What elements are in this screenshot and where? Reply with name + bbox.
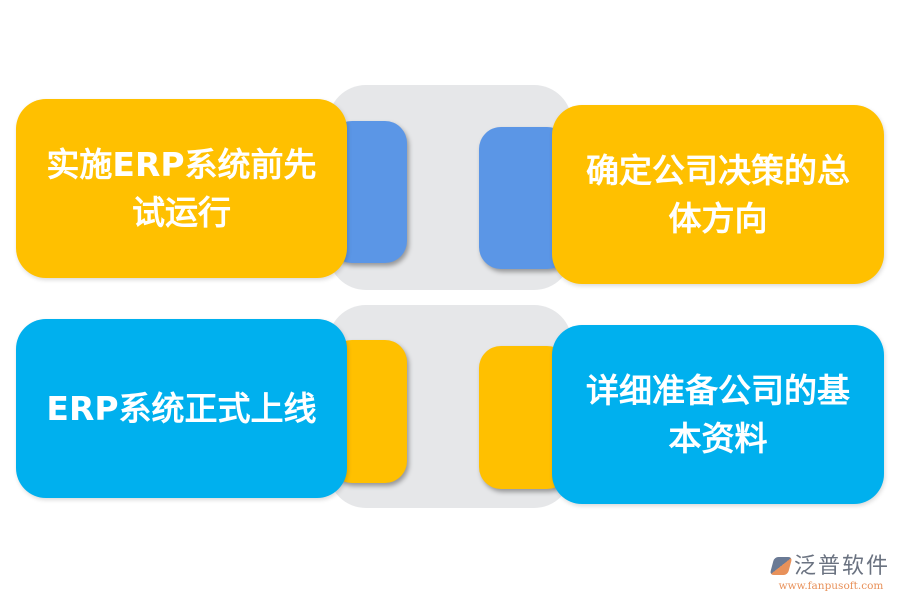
step-card-decision-direction: 确定公司决策的总体方向: [552, 105, 884, 284]
step-card-trial-run: 实施ERP系统前先试运行: [16, 99, 347, 278]
logo-name: 泛普软件: [793, 554, 890, 579]
step-card-prepare-data: 详细准备公司的基本资料: [552, 325, 884, 504]
fanpusoft-logo: 泛普软件 www.fanpusoft.com: [769, 548, 890, 592]
step-text: 确定公司决策的总体方向: [586, 150, 850, 238]
logo-url: www.fanpusoft.com: [778, 580, 884, 592]
step-card-go-live: ERP系统正式上线: [16, 319, 347, 498]
step-text: ERP系统正式上线: [46, 388, 317, 428]
step-text: 详细准备公司的基本资料: [586, 370, 850, 458]
logo-icon: [769, 557, 793, 575]
step-text: 实施ERP系统前先试运行: [46, 144, 317, 232]
